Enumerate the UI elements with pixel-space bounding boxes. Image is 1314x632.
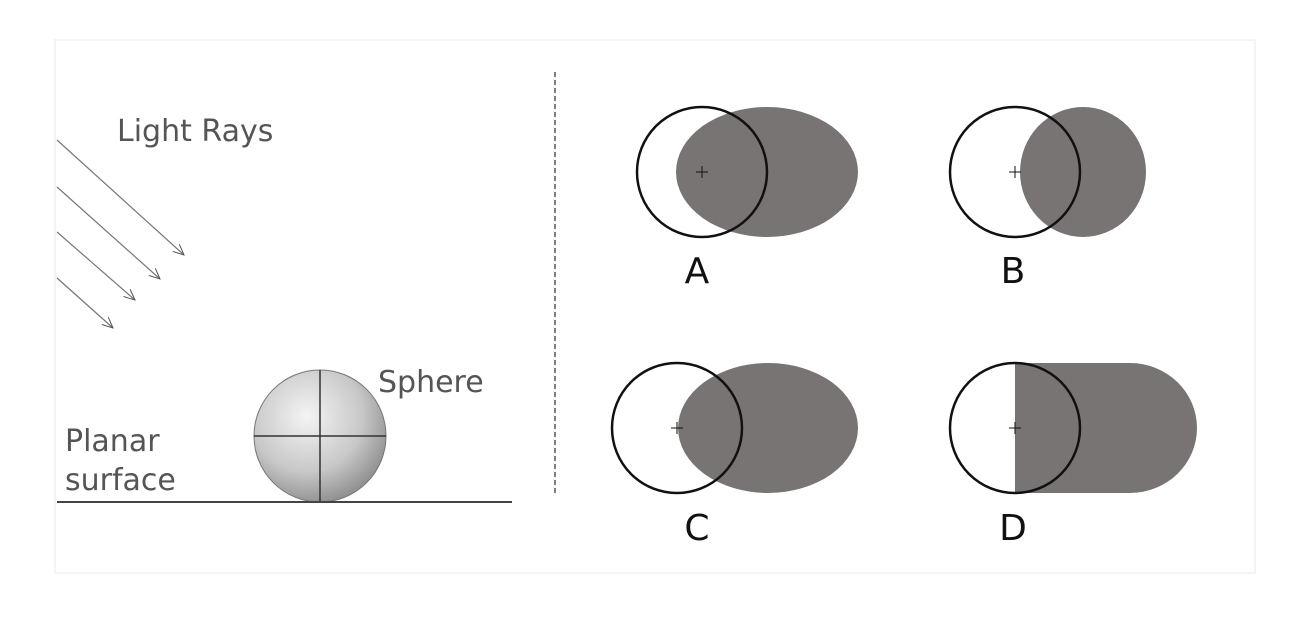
light-ray-arrow — [56, 186, 160, 279]
option-d-label: D — [999, 508, 1027, 549]
light-ray-arrow — [56, 231, 135, 300]
option-a-label: A — [685, 251, 710, 292]
sphere — [253, 369, 387, 503]
option-b-label: B — [1001, 251, 1026, 292]
option-c[interactable]: C — [610, 361, 858, 549]
light-rays-label: Light Rays — [117, 114, 273, 149]
option-d[interactable]: D — [948, 361, 1197, 549]
sphere-label: Sphere — [378, 365, 484, 400]
light-ray-arrow — [56, 277, 113, 328]
option-a[interactable]: A — [635, 105, 858, 292]
option-b[interactable]: B — [948, 105, 1146, 292]
option-c-label: C — [684, 508, 709, 549]
planar-surface-label-line2: surface — [65, 463, 176, 498]
light-ray-arrow — [56, 139, 184, 255]
planar-surface-label-line1: Planar — [65, 424, 160, 459]
figure-frame — [54, 39, 1256, 574]
